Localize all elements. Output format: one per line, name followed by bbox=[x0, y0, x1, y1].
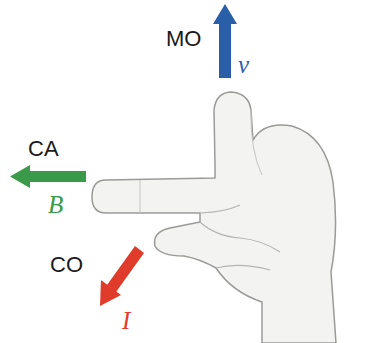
finger-crease bbox=[200, 205, 240, 213]
quantity-symbol: I bbox=[122, 308, 130, 333]
thumb-crease bbox=[251, 110, 262, 175]
quantity-symbol: B bbox=[48, 192, 63, 217]
quantity-symbol: v bbox=[238, 52, 249, 77]
vector-name: CA bbox=[28, 138, 59, 160]
hand-figure bbox=[92, 92, 336, 343]
field-arrow bbox=[10, 165, 86, 188]
current-arrow bbox=[100, 246, 144, 306]
vector-name: CO bbox=[50, 254, 83, 276]
velocity-arrow bbox=[213, 4, 237, 78]
finger-crease bbox=[200, 222, 280, 252]
knuckle-shade bbox=[140, 180, 141, 213]
vector-name: MO bbox=[166, 28, 201, 50]
finger-crease bbox=[216, 265, 270, 270]
